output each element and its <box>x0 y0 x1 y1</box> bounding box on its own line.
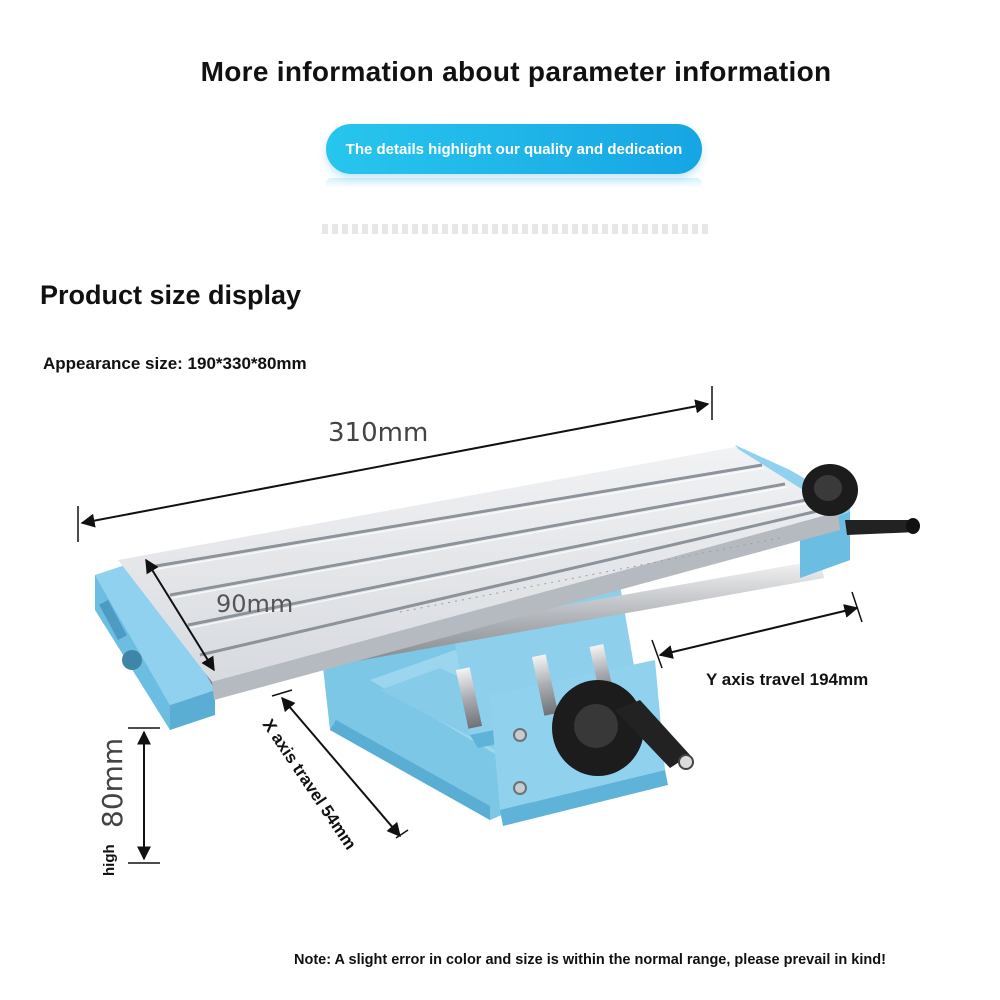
highlight-banner: The details highlight our quality and de… <box>326 124 702 174</box>
banner-reflection <box>326 178 702 188</box>
appearance-size-label: Appearance size: 190*330*80mm <box>43 354 307 373</box>
y-travel-dimension: Y axis travel 194mm <box>651 591 868 689</box>
section-title: Product size display <box>40 280 302 310</box>
height-dimension: 80mm high <box>96 727 160 876</box>
highlight-banner-text: The details highlight our quality and de… <box>345 140 683 158</box>
y-travel-label: Y axis travel 194mm <box>706 670 868 689</box>
page-title: More information about parameter informa… <box>200 56 832 87</box>
length-dimension: 310mm <box>77 386 713 542</box>
length-dimension-label: 310mm <box>328 418 428 448</box>
height-dimension-word: high <box>101 844 118 876</box>
disclaimer-note: Note: A slight error in color and size i… <box>294 952 886 968</box>
decorative-divider <box>322 224 708 234</box>
height-dimension-value: 80mm <box>96 738 129 828</box>
x-axis-handwheel <box>802 464 920 535</box>
width-dimension: 90mm <box>145 558 293 672</box>
width-dimension-label: 90mm <box>216 590 293 618</box>
y-axis-handwheel <box>552 680 694 776</box>
